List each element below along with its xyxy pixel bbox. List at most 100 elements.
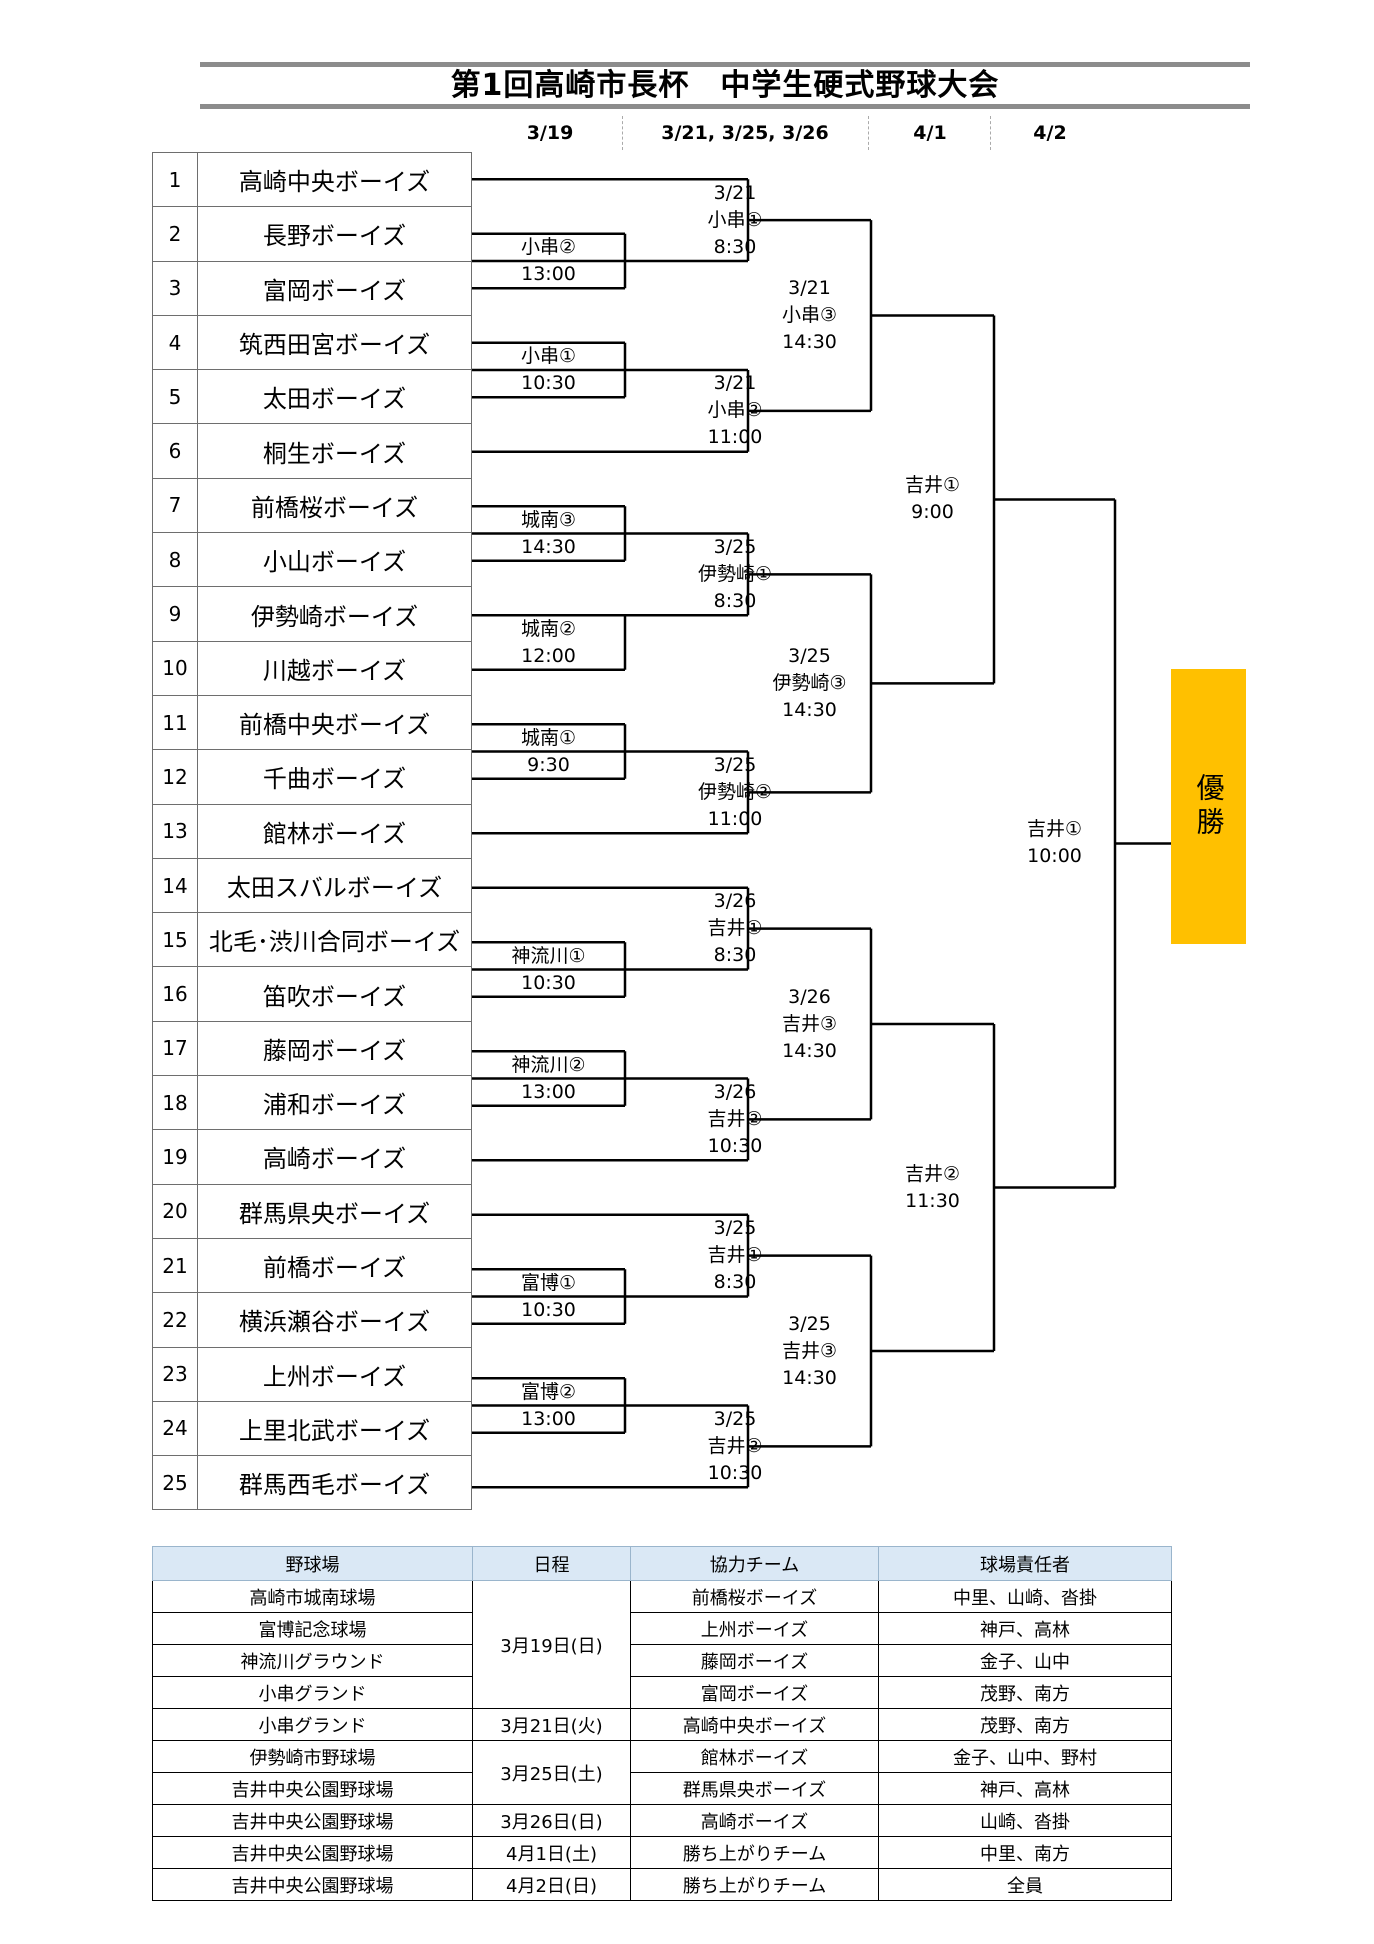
schedule-date: 4月2日(日) [472,1868,631,1901]
match-label-line: 14:30 [521,535,576,558]
round-date-sf: 4/1 [913,122,947,144]
schedule-staff: 神戸、高林 [878,1772,1172,1805]
page-title: 第1回高崎市長杯 中学生硬式野球大会 [450,68,1000,103]
match-label-line: 13:00 [521,1407,576,1430]
match-label-line: 吉井① [707,1244,763,1267]
tournament-bracket [472,178,1171,1489]
match-label-line: 吉井① [1026,818,1083,841]
match-label-line: 3/21 [713,372,757,395]
match-label-line: 吉井① [707,917,763,940]
team-name: 横浜瀬谷ボーイズ [197,1292,472,1348]
schedule-staff: 全員 [878,1868,1172,1901]
team-number: 13 [152,803,198,859]
match-label: 3/21 小串③ 14:30 [740,275,880,356]
schedule-venue: 神流川グラウンド [152,1644,473,1677]
match-label-line: 3/21 [713,181,757,204]
team-number: 11 [152,694,198,751]
schedule-venue: 小串グランド [152,1676,473,1709]
schedule-date: 3月19日(日) [472,1580,631,1709]
match-label-line: 10:30 [707,1134,763,1157]
match-label-line: 小串③ [781,304,838,326]
team-number: 5 [152,369,198,425]
team-name: 群馬西毛ボーイズ [197,1455,472,1511]
table-row: 高崎市城南球場 3月19日(日) 前橋桜ボーイズ 中里、山崎、沓掛 [152,1580,1172,1709]
schedule-staff: 神戸、高林 [878,1612,1172,1645]
match-label-line: 13:00 [521,263,576,285]
team-name: 千曲ボーイズ [197,749,472,805]
team-name: 館林ボーイズ [197,803,472,859]
schedule-venue: 吉井中央公園野球場 [152,1772,473,1805]
match-label-line: 8:30 [713,235,757,258]
schedule-date: 3月26日(日) [472,1804,631,1837]
title-rule-top [200,62,1250,67]
venue-schedule-table: 野球場 日程 協力チーム 球場責任者 高崎市城南球場 3月19日(日) 前橋桜ボ… [152,1546,1172,1901]
match-label-line: 3/26 [713,1080,757,1103]
match-label-line: 8:30 [713,589,757,612]
table-row: 吉井中央公園野球場 3月26日(日) 高崎ボーイズ 山崎、沓掛 [152,1804,1172,1837]
team-number: 25 [152,1455,198,1511]
match-label-line: 小串② [707,399,763,422]
match-label-line: 10:30 [521,372,576,394]
schedule-header-staff: 球場責任者 [878,1546,1172,1581]
schedule-staff: 茂野、南方 [878,1676,1172,1709]
team-name: 高崎中央ボーイズ [197,151,472,208]
team-name: 小山ボーイズ [197,532,472,588]
match-label-line: 10:30 [521,971,576,994]
schedule-team: 高崎ボーイズ [630,1804,879,1837]
team-name: 川越ボーイズ [197,640,472,696]
schedule-staff: 中里、山崎、沓掛 [878,1580,1172,1613]
match-label-line: 9:30 [527,753,570,776]
match-label: 神流川① 10:30 [479,943,619,997]
team-number: 17 [152,1020,198,1077]
match-label-line: 13:00 [521,1080,576,1103]
team-name: 伊勢崎ボーイズ [197,586,472,642]
team-name: 浦和ボーイズ [197,1075,472,1131]
table-row: 小串グランド 3月21日(火) 高崎中央ボーイズ 茂野、南方 [152,1708,1172,1741]
team-number: 10 [152,640,198,696]
match-label-line: 神流川① [511,944,586,967]
round-date-r2-r3: 3/21, 3/25, 3/26 [661,122,829,144]
schedule-team: 勝ち上がりチーム [630,1836,879,1869]
match-label-line: 富博① [520,1271,577,1294]
schedule-venue: 伊勢崎市野球場 [152,1740,473,1773]
table-row: 吉井中央公園野球場 4月2日(日) 勝ち上がりチーム 全員 [152,1868,1172,1901]
schedule-venue: 吉井中央公園野球場 [152,1804,473,1837]
team-number: 18 [152,1075,198,1131]
match-label-line: 10:30 [521,1298,576,1321]
match-label-line: 小串② [520,236,577,258]
match-label-line: 伊勢崎③ [772,671,847,694]
match-label-line: 11:00 [707,807,763,830]
round-date-divider [868,116,869,150]
team-number: 9 [152,586,198,642]
match-label-line: 14:30 [782,1039,837,1062]
table-row: 小串グランド 富岡ボーイズ 茂野、南方 [152,1676,1172,1709]
champion-box: 優勝 [1171,669,1246,944]
match-label-line: 3/25 [788,1312,831,1335]
team-name: 上州ボーイズ [197,1346,472,1402]
match-label-line: 3/25 [713,1407,757,1430]
schedule-team: 藤岡ボーイズ [630,1644,879,1677]
schedule-staff: 茂野、南方 [878,1708,1172,1741]
schedule-team: 群馬県央ボーイズ [630,1772,879,1805]
match-label-line: 14:30 [782,698,837,721]
match-label-line: 3/21 [788,277,831,299]
match-label-line: 8:30 [713,1271,757,1294]
match-label-line: 3/26 [788,985,831,1008]
match-label-line: 14:30 [782,331,837,353]
schedule-venue: 吉井中央公園野球場 [152,1836,473,1869]
